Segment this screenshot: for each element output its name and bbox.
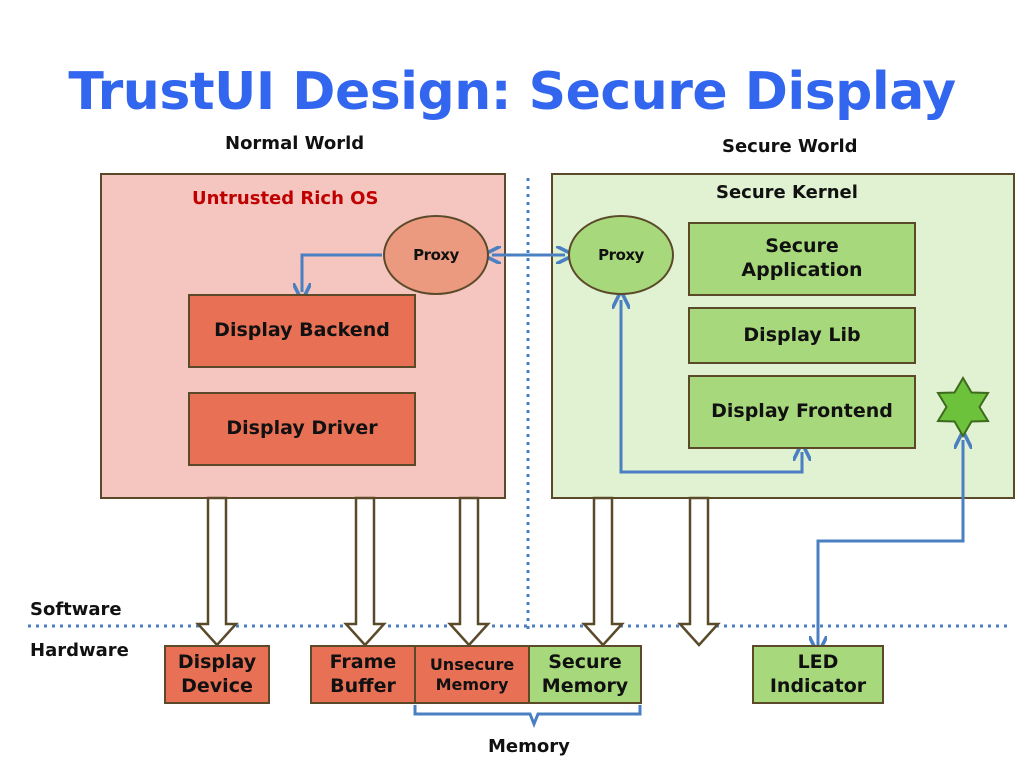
software-label: Software [30,599,122,620]
normal-world-label: Normal World [225,133,365,154]
star-to-led-connector [818,440,963,645]
hollow-arrows [195,496,721,647]
display-lib-label: Display Lib [743,323,861,346]
display-driver-label: Display Driver [226,417,378,440]
hardware-label: Hardware [30,640,129,661]
display-device-box: Display Device [164,645,270,704]
secure-proxy-label: Proxy [598,246,644,264]
normal-proxy: Proxy [383,215,489,295]
star-icon [936,376,990,438]
display-driver-box: Display Driver [188,392,416,466]
memory-label: Memory [488,736,570,757]
secure-application-label: Secure Application [741,235,863,281]
proxy-to-backend-connector [302,253,382,292]
page-title: TrustUI Design: Secure Display [68,62,956,122]
arrow-frame-buffer [343,496,387,647]
display-lib-box: Display Lib [688,307,916,364]
memory-brace [413,705,642,729]
unsecure-memory-box: Unsecure Memory [414,645,530,704]
secure-memory-box: Secure Memory [528,645,642,704]
display-backend-box: Display Backend [188,294,416,368]
arrow-secure-memory [581,496,625,647]
led-indicator-box: LED Indicator [752,645,884,704]
arrow-unsecure-memory [447,496,491,647]
secure-application-box: Secure Application [688,222,916,296]
untrusted-rich-os-heading: Untrusted Rich OS [192,188,379,209]
display-backend-label: Display Backend [214,319,390,342]
secure-world-label: Secure World [722,136,858,157]
display-frontend-box: Display Frontend [688,375,916,449]
frame-buffer-label: Frame Buffer [329,650,397,697]
normal-proxy-label: Proxy [413,246,459,264]
secure-memory-label: Secure Memory [541,650,629,697]
proxy-to-frontend-connector [621,300,802,474]
secure-kernel-heading: Secure Kernel [716,182,858,203]
led-indicator-label: LED Indicator [769,650,867,697]
unsecure-memory-label: Unsecure Memory [429,654,515,694]
arrow-display-device [195,496,239,647]
display-device-label: Display Device [177,650,257,697]
display-frontend-label: Display Frontend [711,400,893,423]
frame-buffer-box: Frame Buffer [310,645,416,704]
secure-proxy: Proxy [568,215,674,295]
arrow-secure-world-down [677,496,721,647]
